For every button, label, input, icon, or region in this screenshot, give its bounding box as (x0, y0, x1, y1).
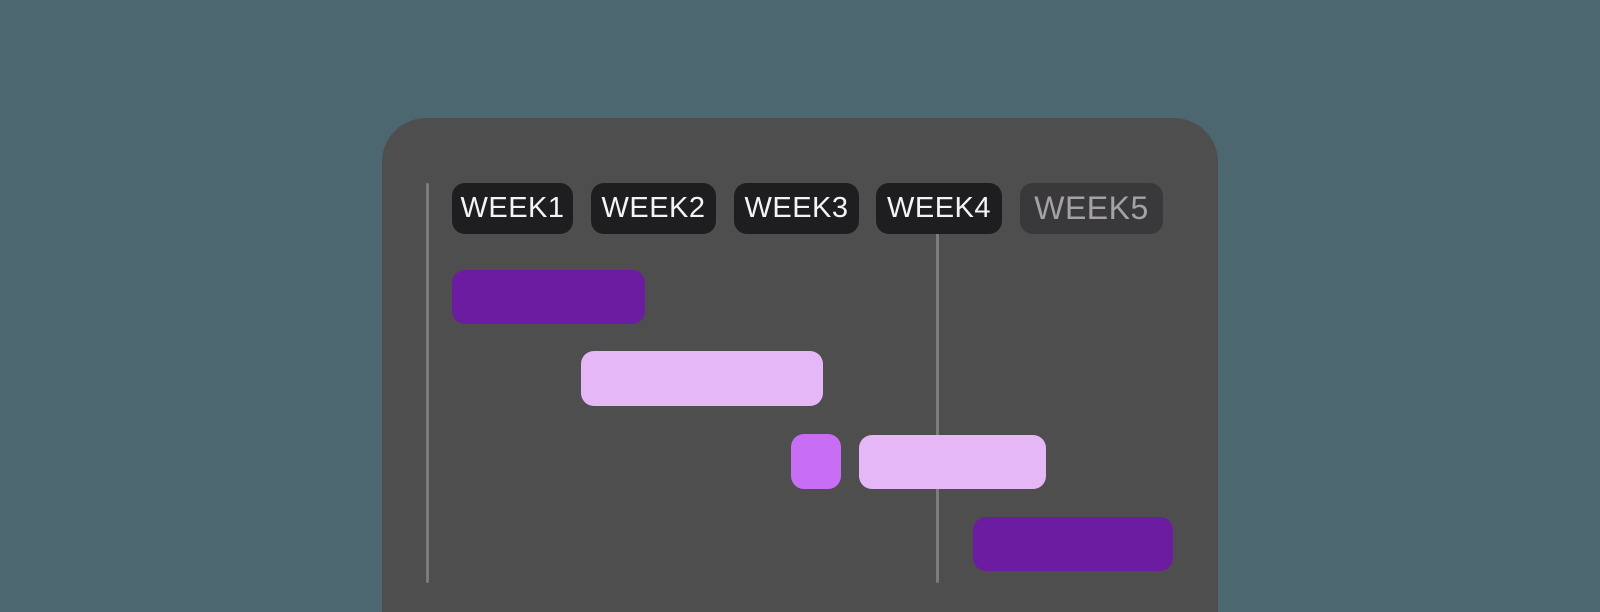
gantt-bar-row3-bright-purple[interactable] (791, 434, 841, 489)
gantt-panel: WEEK1 WEEK2 WEEK3 WEEK4 WEEK5 (382, 118, 1218, 612)
week-pill-week5[interactable]: WEEK5 (1020, 183, 1163, 234)
week-pill-label: WEEK3 (744, 192, 849, 224)
week-pill-label: WEEK1 (460, 192, 565, 224)
week-pill-week1[interactable]: WEEK1 (452, 183, 573, 234)
week-pill-label: WEEK2 (601, 192, 706, 224)
timeline-gridline (936, 183, 939, 583)
gantt-bar-row1-deep-purple[interactable] (452, 270, 645, 324)
week-pill-week2[interactable]: WEEK2 (591, 183, 716, 234)
week-pill-label: WEEK4 (886, 192, 992, 224)
week-pill-label: WEEK5 (1034, 190, 1149, 226)
gantt-bar-row4-deep-purple[interactable] (973, 517, 1173, 571)
week-pill-week3[interactable]: WEEK3 (734, 183, 859, 234)
gantt-bar-row2-light-lavender[interactable] (581, 351, 823, 406)
week-pill-week4[interactable]: WEEK4 (876, 183, 1002, 234)
gantt-bar-row3-light-lavender[interactable] (859, 435, 1046, 489)
timeline-gridline (426, 183, 429, 583)
